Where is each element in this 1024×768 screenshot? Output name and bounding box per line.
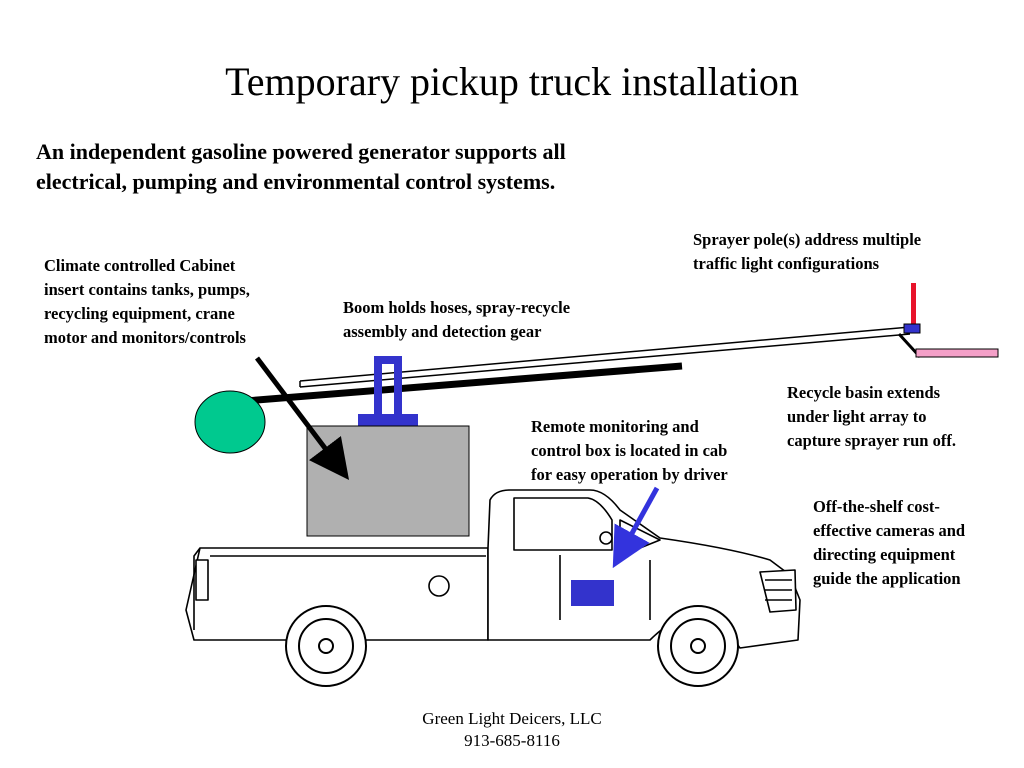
front-wheel bbox=[657, 605, 739, 687]
intro-text: An independent gasoline powered generato… bbox=[36, 139, 566, 194]
rear-wheel bbox=[285, 605, 367, 687]
boom-mount bbox=[358, 356, 418, 426]
footer: Green Light Deicers, LLC 913-685-8116 bbox=[0, 708, 1024, 752]
boom-arm bbox=[244, 362, 683, 405]
cameras-label: Off-the-shelf cost- effective cameras an… bbox=[813, 497, 966, 588]
recycle-basin-label: Recycle basin extends under light array … bbox=[787, 383, 956, 450]
cabinet bbox=[306, 425, 470, 537]
generator bbox=[194, 390, 266, 454]
slide-title: Temporary pickup truck installation bbox=[225, 59, 799, 104]
phone-number: 913-685-8116 bbox=[464, 731, 560, 750]
control-box-pointer-arrow bbox=[612, 486, 660, 569]
sprayer-head bbox=[903, 323, 921, 334]
company-name: Green Light Deicers, LLC bbox=[422, 709, 602, 728]
recycle-basin bbox=[915, 348, 999, 358]
boom-label: Boom holds hoses, spray-recycle assembly… bbox=[343, 298, 571, 341]
control-box bbox=[571, 580, 614, 606]
sprayer-label: Sprayer pole(s) address multiple traffic… bbox=[693, 230, 922, 273]
cabinet-label: Climate controlled Cabinet insert contai… bbox=[44, 256, 250, 347]
remote-monitoring-label: Remote monitoring and control box is loc… bbox=[531, 417, 728, 484]
cabinet-pointer-arrow bbox=[255, 356, 350, 480]
sprayer-pole bbox=[911, 283, 916, 325]
pickup-truck bbox=[185, 489, 801, 649]
